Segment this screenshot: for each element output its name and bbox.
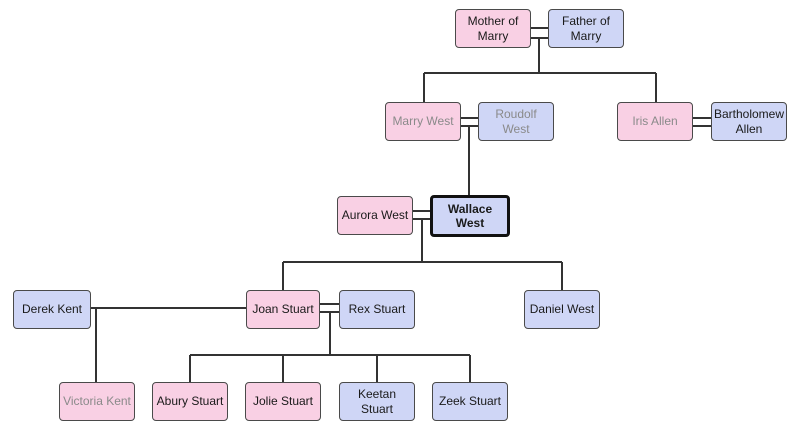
person-name: Joan Stuart xyxy=(252,302,314,317)
person-name: Roudolf West xyxy=(495,107,537,136)
person-name: Marry West xyxy=(392,114,454,129)
person-node[interactable]: Daniel West xyxy=(524,290,600,329)
person-node[interactable]: Keetan Stuart xyxy=(339,382,415,421)
person-node[interactable]: Father of Marry xyxy=(548,9,624,48)
person-name: Mother of Marry xyxy=(467,14,519,43)
person-name: Derek Kent xyxy=(21,302,83,317)
person-node[interactable]: Zeek Stuart xyxy=(432,382,508,421)
person-node[interactable]: Roudolf West xyxy=(478,102,554,141)
person-node[interactable]: Derek Kent xyxy=(13,290,91,329)
person-node[interactable]: Iris Allen xyxy=(617,102,693,141)
person-node[interactable]: Joan Stuart xyxy=(246,290,320,329)
focus-person-node[interactable]: Wallace West xyxy=(430,195,510,237)
person-name: Abury Stuart xyxy=(156,394,224,409)
person-name: Father of Marry xyxy=(561,14,611,43)
person-node[interactable]: Victoria Kent xyxy=(59,382,135,421)
person-name: Iris Allen xyxy=(632,114,678,129)
person-name: Bartholomew Allen xyxy=(713,107,785,136)
person-name: Aurora West xyxy=(341,208,409,223)
person-node[interactable]: Mother of Marry xyxy=(455,9,531,48)
person-name: Keetan Stuart xyxy=(357,387,397,416)
person-node[interactable]: Marry West xyxy=(385,102,461,141)
person-node[interactable]: Bartholomew Allen xyxy=(711,102,787,141)
person-name: Zeek Stuart xyxy=(438,394,502,409)
person-name: Rex Stuart xyxy=(348,302,406,317)
person-name: Wallace West xyxy=(447,201,493,230)
person-node[interactable]: Abury Stuart xyxy=(152,382,228,421)
person-node[interactable]: Aurora West xyxy=(337,196,413,235)
person-name: Jolie Stuart xyxy=(252,394,314,409)
person-name: Victoria Kent xyxy=(63,394,131,409)
person-name: Daniel West xyxy=(529,302,595,317)
person-node[interactable]: Jolie Stuart xyxy=(245,382,321,421)
person-node[interactable]: Rex Stuart xyxy=(339,290,415,329)
